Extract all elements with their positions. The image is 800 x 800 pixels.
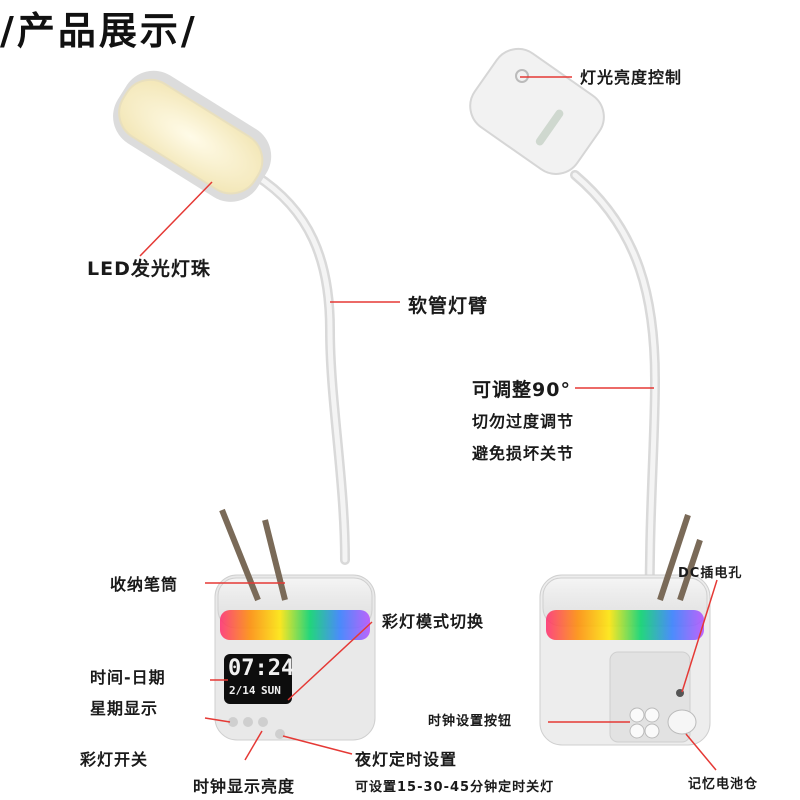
label-weekday: 星期显示 [90, 699, 159, 718]
pencil-1 [219, 508, 261, 602]
page-title: /产品展示/ [0, 9, 198, 53]
pencil-2 [262, 519, 288, 601]
clock-btn-1 [629, 707, 645, 723]
label-adjust-90: 可调整90° [472, 379, 571, 401]
label-clock-brightness: 时钟显示亮度 [193, 777, 296, 796]
button-4 [275, 729, 285, 739]
label-brightness-control: 灯光亮度控制 [580, 68, 683, 87]
clock-date: 2/14 [229, 684, 256, 697]
label-color-mode: 彩灯模式切换 [382, 612, 485, 631]
leader-lines [139, 76, 718, 771]
led-panel [118, 78, 264, 195]
clock-btn-3 [629, 723, 645, 739]
clock-btn-2 [644, 707, 660, 723]
clock-day: SUN [261, 684, 281, 697]
button-3 [258, 717, 268, 727]
label-clock-buttons: 时钟设置按钮 [428, 714, 513, 729]
right-lamp [469, 47, 711, 746]
label-pen-holder: 收纳笔筒 [110, 575, 179, 594]
label-color-switch: 彩灯开关 [80, 750, 149, 769]
pencil-3 [657, 514, 691, 601]
left-lamp-head [113, 70, 272, 202]
left-rainbow-band [220, 610, 370, 640]
pencil-4 [677, 539, 703, 601]
touch-button [515, 69, 529, 83]
button-2 [243, 717, 253, 727]
right-hose-arm [570, 170, 661, 645]
right-lamp-head [469, 47, 605, 175]
label-night-timer: 夜灯定时设置 [355, 750, 458, 769]
clock-btn-4 [644, 723, 660, 739]
label-time-date: 时间-日期 [90, 668, 166, 687]
button-1 [228, 717, 238, 727]
label-hose-arm: 软管灯臂 [408, 295, 489, 317]
label-no-overbend: 切勿过度调节 [472, 412, 575, 431]
clock-display [224, 654, 292, 704]
label-dc-port: DC插电孔 [678, 566, 743, 581]
label-led-beads: LED发光灯珠 [87, 258, 211, 280]
label-avoid-damage: 避免损坏关节 [472, 444, 575, 463]
right-rainbow-band [546, 610, 704, 640]
battery-cover [667, 709, 697, 735]
label-timer-note: 可设置15-30-45分钟定时关灯 [355, 780, 555, 795]
clock-time: 07:24 [228, 656, 295, 681]
label-battery-compartment: 记忆电池仓 [688, 777, 759, 792]
left-lamp [113, 70, 376, 741]
